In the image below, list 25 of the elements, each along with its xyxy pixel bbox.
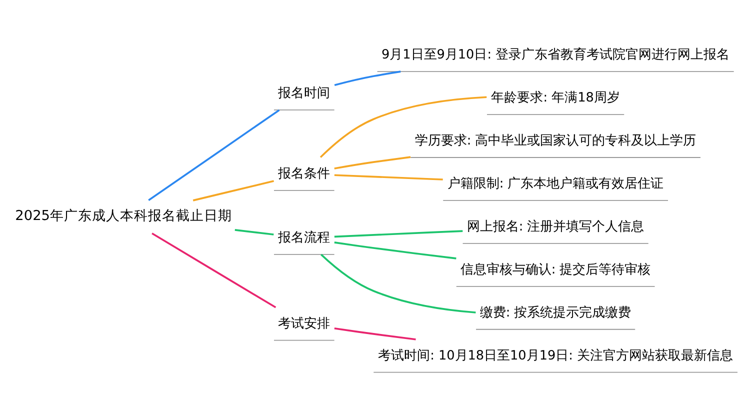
connector — [334, 174, 443, 180]
node-text: 信息审核与确认: 提交后等待审核 — [460, 262, 651, 277]
connector — [320, 253, 476, 313]
node-text: 户籍限制: 广东本地户籍或有效居住证 — [447, 176, 664, 191]
connector — [334, 230, 463, 238]
node-text: 网上报名: 注册并填写个人信息 — [466, 218, 644, 234]
connector — [334, 326, 416, 340]
connector — [334, 70, 401, 86]
connector — [148, 108, 280, 201]
node-text: 2025年广东成人本科报名截止日期 — [15, 208, 232, 224]
connector — [320, 96, 487, 158]
connector — [152, 232, 276, 308]
node-text: 报名时间 — [278, 85, 330, 100]
node-text: 9月1日至9月10日: 登录广东省教育考试院官网进行网上报名 — [382, 46, 730, 62]
connector — [234, 228, 274, 235]
connector — [192, 180, 274, 201]
node-text: 考试安排 — [278, 316, 330, 331]
connector — [334, 241, 456, 259]
node-text: 缴费: 按系统提示完成缴费 — [480, 304, 632, 320]
node-text: 考试时间: 10月18日至10月19日: 关注官方网站获取最新信息 — [378, 348, 733, 363]
node-text: 报名流程 — [278, 230, 330, 245]
node-text: 报名条件 — [278, 166, 330, 181]
node-text: 年龄要求: 年满18周岁 — [491, 90, 620, 105]
node-text: 学历要求: 高中毕业或国家认可的专科及以上学历 — [414, 132, 696, 148]
connector — [334, 156, 411, 169]
